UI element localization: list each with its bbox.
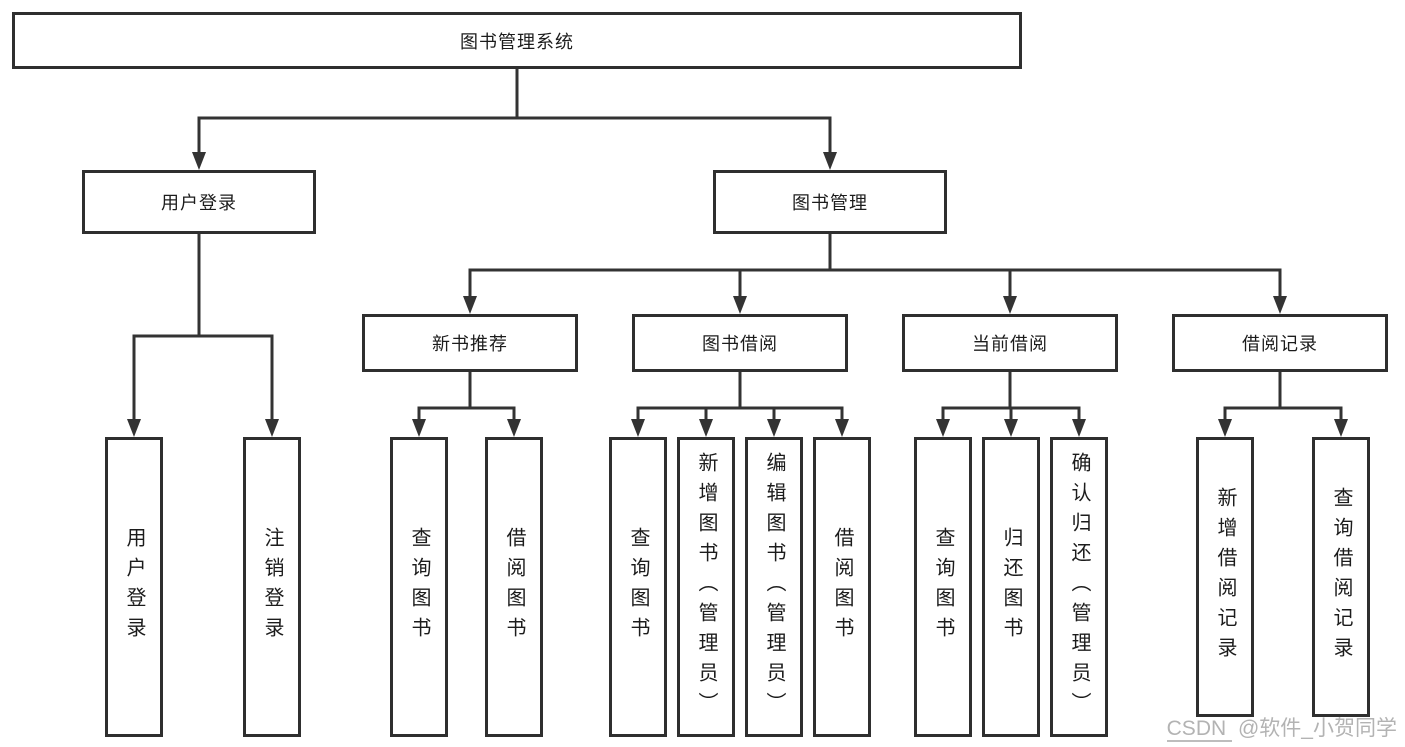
leaf-current-confirm-return-admin-label: 确认归还（管理员） [1068, 452, 1090, 722]
leaf-borrowing-query-books: 查询图书 [609, 437, 667, 737]
leaf-records-add-record-label: 新增借阅记录 [1214, 487, 1236, 667]
node-new-book-recommend-label: 新书推荐 [432, 334, 508, 354]
leaf-records-add-record: 新增借阅记录 [1196, 437, 1254, 717]
leaf-recommend-borrow-books: 借阅图书 [485, 437, 543, 737]
leaf-borrowing-add-books-admin: 新增图书（管理员） [677, 437, 735, 737]
leaf-borrowing-query-books-label: 查询图书 [627, 527, 649, 647]
node-root-label: 图书管理系统 [460, 31, 574, 52]
node-borrowing-records-label: 借阅记录 [1242, 334, 1318, 354]
leaf-current-confirm-return-admin: 确认归还（管理员） [1050, 437, 1108, 737]
leaf-borrowing-borrow-books-label: 借阅图书 [831, 527, 853, 647]
leaf-recommend-borrow-books-label: 借阅图书 [503, 527, 525, 647]
watermark: CSDN @软件_小贺同学 [1166, 712, 1397, 742]
leaf-recommend-query-books-label: 查询图书 [408, 527, 430, 647]
leaf-user-login: 用户登录 [105, 437, 163, 737]
node-book-management-label: 图书管理 [792, 193, 868, 213]
node-new-book-recommend: 新书推荐 [362, 314, 578, 372]
leaf-borrowing-edit-books-admin-label: 编辑图书（管理员） [763, 452, 785, 722]
leaf-logout: 注销登录 [243, 437, 301, 737]
arrowheads [127, 152, 1348, 437]
leaf-records-query-record-label: 查询借阅记录 [1330, 487, 1352, 667]
watermark-csdn-brand: CSDN [1166, 717, 1233, 742]
leaf-borrowing-add-books-admin-label: 新增图书（管理员） [695, 452, 717, 722]
leaf-current-query-books-label: 查询图书 [932, 527, 954, 647]
leaf-user-login-label: 用户登录 [123, 527, 145, 647]
node-book-management: 图书管理 [713, 170, 947, 234]
leaf-borrowing-borrow-books: 借阅图书 [813, 437, 871, 737]
leaf-logout-label: 注销登录 [261, 527, 283, 647]
node-book-borrowing-label: 图书借阅 [702, 334, 778, 354]
node-current-borrowing: 当前借阅 [902, 314, 1118, 372]
node-root: 图书管理系统 [12, 12, 1022, 69]
node-borrowing-records: 借阅记录 [1172, 314, 1388, 372]
leaf-current-query-books: 查询图书 [914, 437, 972, 737]
leaf-current-return-books-label: 归还图书 [1000, 527, 1022, 647]
leaf-records-query-record: 查询借阅记录 [1312, 437, 1370, 717]
node-current-borrowing-label: 当前借阅 [972, 334, 1048, 354]
leaf-current-return-books: 归还图书 [982, 437, 1040, 737]
node-user-login: 用户登录 [82, 170, 316, 234]
leaf-borrowing-edit-books-admin: 编辑图书（管理员） [745, 437, 803, 737]
node-book-borrowing: 图书借阅 [632, 314, 848, 372]
leaf-recommend-query-books: 查询图书 [390, 437, 448, 737]
watermark-handle: @软件_小贺同学 [1232, 717, 1397, 740]
node-user-login-label: 用户登录 [161, 193, 237, 213]
